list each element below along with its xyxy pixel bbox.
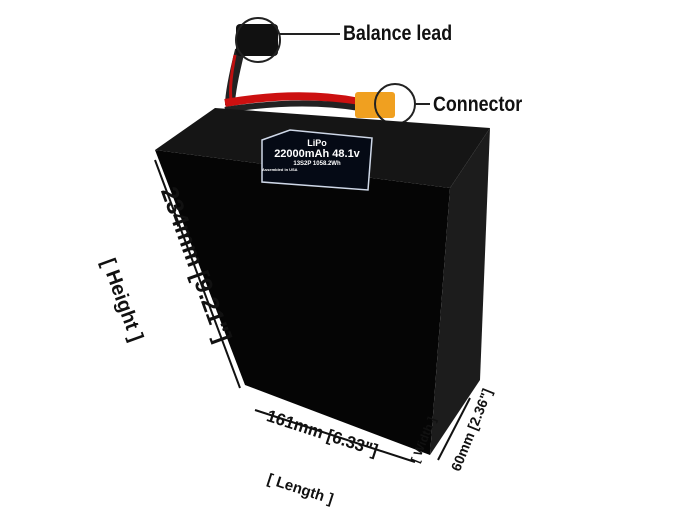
battery-label (261, 129, 373, 191)
main-wire-black (224, 100, 361, 113)
label-assembled: Assembled in USA (262, 166, 298, 172)
balance-lead-circle (235, 17, 281, 63)
battery-side (430, 128, 490, 455)
label-text: LiPo 22000mAh 48.1v 13S2P 1058.2Wh Assem… (262, 138, 372, 172)
battery-front (155, 150, 450, 455)
connector-callout: Connector (433, 93, 523, 116)
main-wire-red (224, 92, 361, 107)
label-config: 13S2P 1058.2Wh (293, 160, 341, 167)
balance-lead-plug (236, 24, 278, 56)
balance-lead-callout: Balance lead (343, 22, 453, 45)
length-arrow (254, 409, 416, 463)
label-chemistry: LiPo (307, 138, 327, 148)
height-arrow (154, 159, 241, 389)
label-capacity: 22000mAh 48.1v (274, 148, 360, 161)
width-arrow (437, 397, 471, 461)
